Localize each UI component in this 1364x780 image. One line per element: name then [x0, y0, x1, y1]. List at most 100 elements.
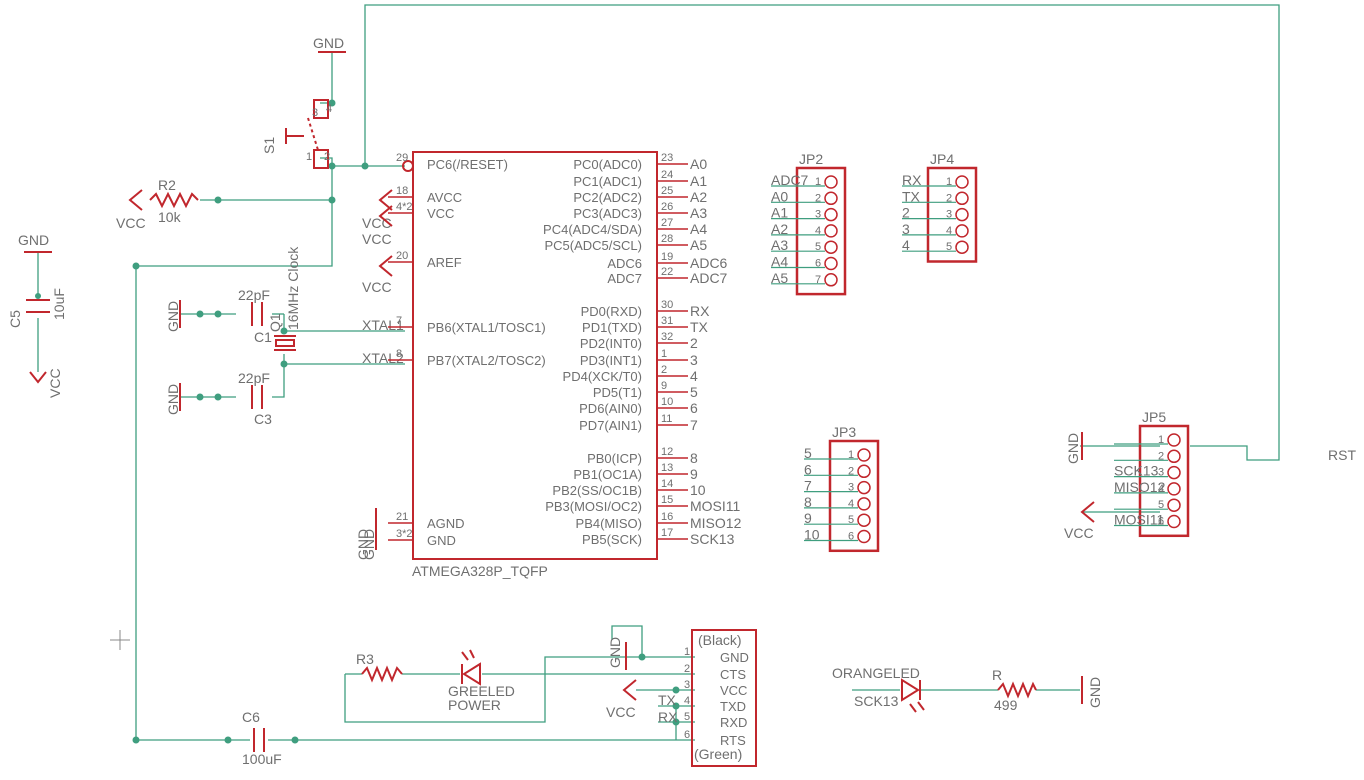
header-net-label: MOSI11: [1114, 512, 1165, 528]
c3-label: C3: [254, 411, 272, 427]
led-green-power[interactable]: GREELED POWER: [448, 649, 515, 713]
ftdi-pin-name: VCC: [720, 683, 747, 698]
mcu-net-label: 2: [690, 335, 698, 351]
c1-value: 22pF: [238, 287, 270, 303]
resistor-body: [149, 191, 199, 209]
r2-label: R2: [158, 177, 176, 193]
junction-dot: [672, 686, 680, 694]
header-net-label: 6: [804, 461, 812, 477]
header-pin[interactable]: [955, 175, 969, 189]
gnd-label: GND: [355, 529, 371, 560]
header-pin[interactable]: [955, 240, 969, 254]
header-pin[interactable]: [824, 256, 838, 271]
crosshair-cursor-icon: [110, 630, 130, 650]
resistor-r3[interactable]: R3: [356, 651, 403, 683]
mcu-net-label: 6: [690, 400, 698, 416]
switch-pad: [313, 99, 329, 119]
header-pin-number: 2: [815, 192, 821, 204]
header-pin[interactable]: [824, 240, 838, 254]
header-pin-number: 7: [815, 274, 821, 286]
resistor-body: [997, 681, 1037, 699]
mcu-pin-name: PB5(SCK): [582, 532, 642, 547]
switch-pad: [313, 149, 329, 169]
mcu-pin-number: 25: [661, 185, 673, 197]
gnd-label: GND: [607, 637, 623, 668]
header-pin[interactable]: [824, 273, 838, 287]
mcu-net-label: A5: [690, 237, 707, 253]
header-pin[interactable]: [857, 529, 871, 544]
vcc-label: VCC: [362, 231, 392, 247]
header-pin-number: 3: [946, 209, 952, 221]
header-pin[interactable]: [857, 464, 871, 479]
mcu-net-label: RX: [690, 303, 710, 319]
header-pin[interactable]: [824, 191, 838, 206]
header-pin[interactable]: [1167, 514, 1181, 529]
header-pin[interactable]: [824, 207, 838, 222]
mcu-pin-name: GND: [427, 533, 456, 548]
ftdi-pin-number: 4: [684, 695, 690, 707]
header-pin[interactable]: [1167, 433, 1181, 447]
ftdi-body: [691, 629, 757, 767]
capacitor-c1[interactable]: 22pF C1: [238, 287, 272, 345]
mcu-pin-name: PB1(OC1A): [573, 467, 642, 482]
vcc-symbol: [378, 189, 393, 211]
vcc-label: VCC: [362, 279, 392, 295]
header-pin-number: 2: [946, 192, 952, 204]
junction-dot: [224, 736, 232, 744]
green-led-label: GREELED: [448, 683, 515, 699]
vcc-symbol: [378, 205, 393, 227]
header-title: JP4: [930, 151, 954, 167]
header-pin[interactable]: [1167, 449, 1181, 464]
mcu-pin-name: PC5(ADC5/SCL): [544, 238, 642, 253]
resistor-orange[interactable]: R 499: [992, 667, 1037, 713]
switch-actuator: [285, 128, 304, 144]
mcu-pin-number: 24: [661, 169, 673, 181]
mcu-pin-name: PD3(INT1): [580, 353, 642, 368]
ftdi-pin-name: RXD: [720, 715, 747, 730]
header-net-label: 4: [902, 237, 910, 253]
header-net-label: A0: [771, 188, 788, 204]
header-pin[interactable]: [857, 480, 871, 495]
gnd-label: GND: [18, 232, 49, 248]
header-pin[interactable]: [824, 224, 838, 238]
led-orange[interactable]: ORANGELED SCK13: [832, 665, 925, 713]
capacitor-c6[interactable]: C6 100uF: [242, 709, 282, 767]
mcu-pin-name: PC1(ADC1): [573, 174, 642, 189]
mcu-net-label: 4: [690, 368, 698, 384]
crystal-q1[interactable]: Q1 16MHz Clock: [267, 246, 301, 351]
wire-switch-down: [135, 157, 333, 740]
gnd-label: GND: [165, 384, 181, 415]
header-pin[interactable]: [1167, 465, 1181, 480]
mcu-pin-name: AREF: [427, 255, 462, 270]
header-pin[interactable]: [1167, 482, 1181, 496]
q1-value: 16MHz Clock: [285, 246, 301, 330]
header-pin[interactable]: [857, 448, 871, 462]
header-pin[interactable]: [857, 497, 871, 511]
switch-s1[interactable]: S1 4 3 2 1: [261, 99, 332, 169]
junction-dot: [672, 702, 680, 710]
vcc-symbol: [622, 679, 637, 701]
resistor-r2[interactable]: R2 10k: [149, 177, 199, 225]
capacitor-c5[interactable]: C5 10uF: [7, 288, 67, 328]
header-pin[interactable]: [955, 224, 969, 238]
mcu-pin-number: 17: [661, 527, 673, 539]
capacitor-c3[interactable]: 22pF C3: [238, 370, 272, 427]
header-pin[interactable]: [824, 175, 838, 189]
header-pin-number: 2: [848, 465, 854, 477]
header-pin[interactable]: [1167, 498, 1181, 512]
junction-dot: [132, 736, 140, 744]
mcu-net-label: ADC6: [690, 255, 728, 271]
header-pin[interactable]: [955, 191, 969, 206]
header-pin[interactable]: [955, 207, 969, 222]
header-pin[interactable]: [857, 513, 871, 527]
mcu-pin-name: PD0(RXD): [581, 304, 642, 319]
mcu-pin-number: 31: [661, 315, 673, 327]
